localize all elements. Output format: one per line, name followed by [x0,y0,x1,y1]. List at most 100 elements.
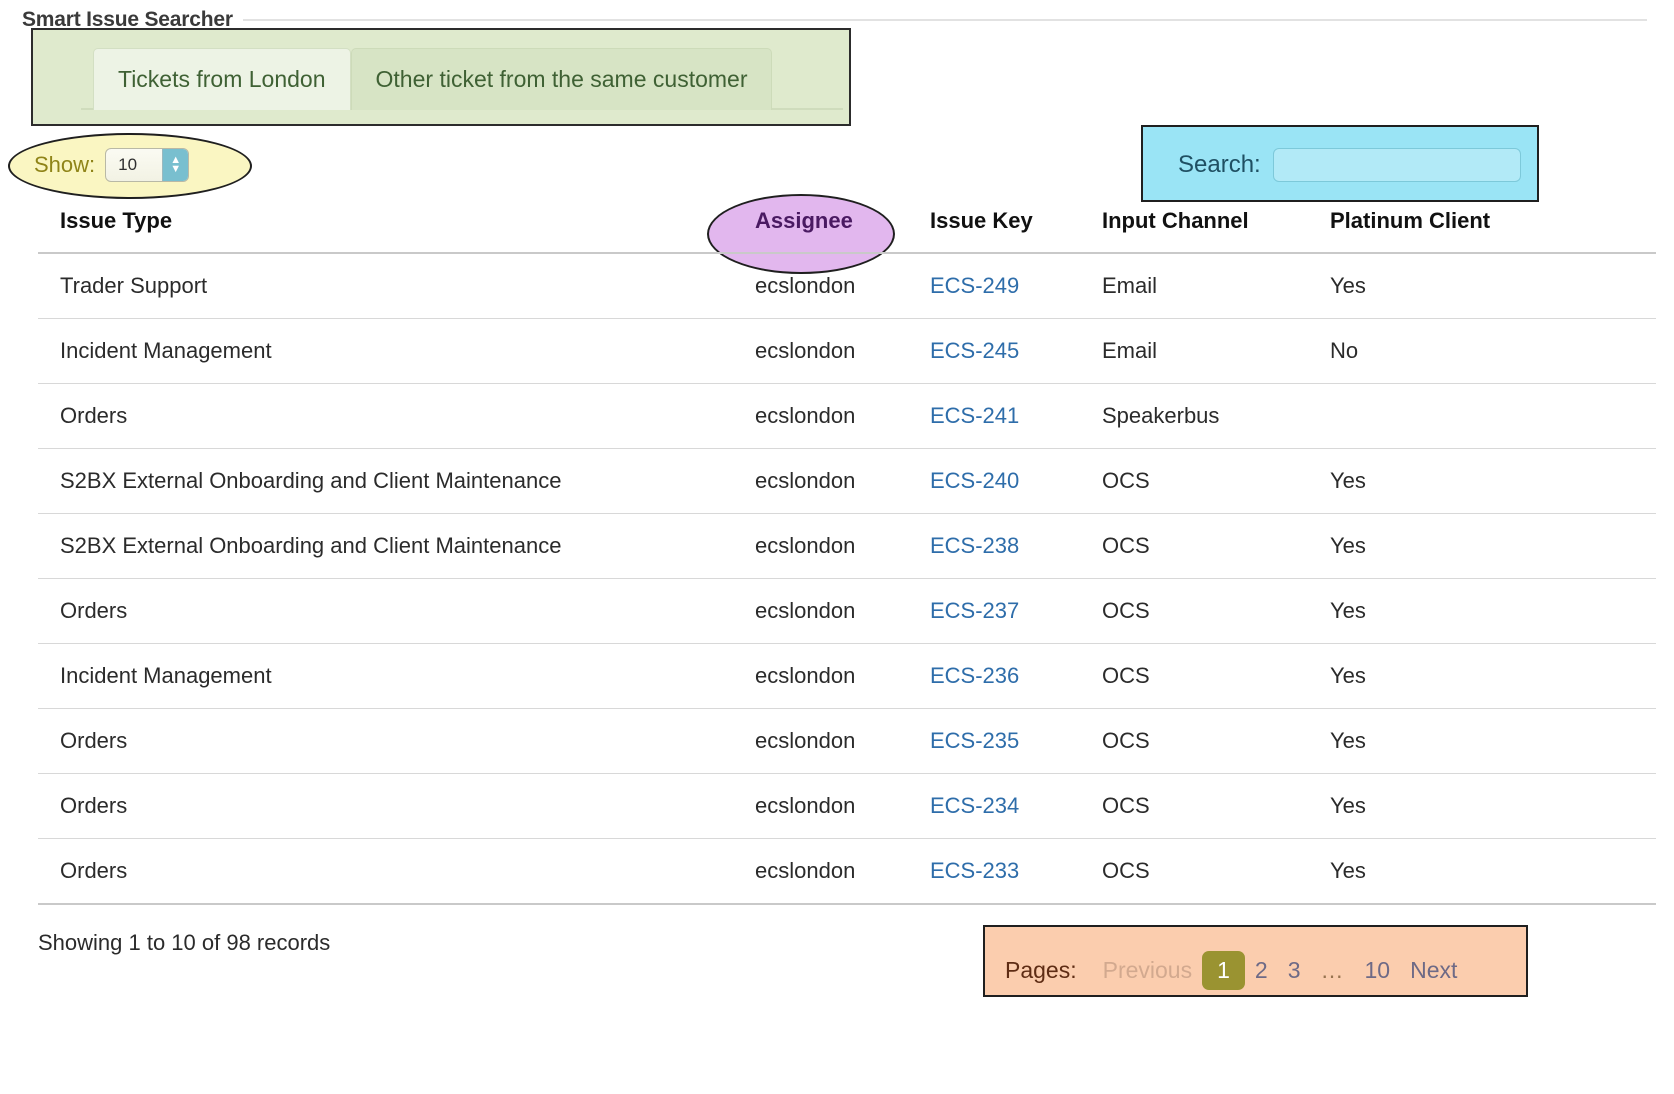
issue-key-link[interactable]: ECS-249 [930,273,1020,298]
cell-platinum-client: Yes [1308,708,1656,774]
cell-assignee: ecslondon [733,708,908,774]
cell-platinum-client: Yes [1308,253,1656,319]
issue-key-link[interactable]: ECS-233 [930,858,1020,883]
issue-key-link[interactable]: ECS-237 [930,598,1020,623]
cell-input-channel: OCS [1080,708,1308,774]
cell-input-channel: OCS [1080,643,1308,709]
issue-key-link[interactable]: ECS-238 [930,533,1020,558]
show-entries-value: 10 [118,155,138,174]
pagination-next[interactable]: Next [1410,956,1458,983]
cell-assignee: ecslondon [733,643,908,709]
pagination-previous[interactable]: Previous [1102,956,1193,983]
cell-platinum-client: Yes [1308,513,1656,579]
cell-issue-key[interactable]: ECS-241 [908,383,1080,449]
issue-key-link[interactable]: ECS-235 [930,728,1020,753]
cell-platinum-client: Yes [1308,643,1656,709]
cell-platinum-client: Yes [1308,773,1656,839]
cell-issue-type: Orders [38,838,733,905]
cell-input-channel: OCS [1080,513,1308,579]
tab-tickets-from-london[interactable]: Tickets from London [93,48,351,110]
cell-assignee: ecslondon [733,448,908,514]
page-title: Smart Issue Searcher [22,8,233,31]
tab-label: Tickets from London [118,66,326,92]
cell-issue-type: Trader Support [38,253,733,319]
cell-issue-key[interactable]: ECS-238 [908,513,1080,579]
pagination-page-10[interactable]: 10 [1364,956,1391,983]
panel-legend: Smart Issue Searcher [0,8,1665,32]
cell-platinum-client [1308,383,1656,449]
records-info: Showing 1 to 10 of 98 records [38,930,331,955]
pagination-page-1[interactable]: 1 [1202,950,1245,990]
table-row[interactable]: S2BX External Onboarding and Client Main… [38,513,1656,579]
cell-issue-type: Incident Management [38,643,733,709]
search-input[interactable] [1272,148,1521,182]
cell-issue-type: Orders [38,578,733,644]
legend-divider [242,19,1647,21]
cell-input-channel: Email [1080,318,1308,384]
search-label: Search: [1178,151,1261,178]
cell-issue-type: Orders [38,773,733,839]
cell-input-channel: OCS [1080,838,1308,905]
pagination-ellipsis: … [1320,956,1345,983]
cell-input-channel: OCS [1080,448,1308,514]
cell-platinum-client: No [1308,318,1656,384]
cell-assignee: ecslondon [733,253,908,319]
cell-input-channel: Speakerbus [1080,383,1308,449]
show-entries-label: Show: [34,152,96,177]
cell-input-channel: OCS [1080,578,1308,644]
issue-key-link[interactable]: ECS-234 [930,793,1020,818]
issue-key-link[interactable]: ECS-245 [930,338,1020,363]
cell-issue-key[interactable]: ECS-234 [908,773,1080,839]
cell-issue-key[interactable]: ECS-249 [908,253,1080,319]
cell-issue-type: Orders [38,708,733,774]
cell-assignee: ecslondon [733,318,908,384]
cell-platinum-client: Yes [1308,448,1656,514]
show-entries-select[interactable]: 10 ▲▼ [105,148,190,182]
cell-issue-key[interactable]: ECS-240 [908,448,1080,514]
cell-issue-key[interactable]: ECS-236 [908,643,1080,709]
issues-table: Issue Type Assignee Issue Key Input Chan… [38,200,1656,905]
column-header-input-channel[interactable]: Input Channel [1080,200,1308,254]
cell-issue-key[interactable]: ECS-235 [908,708,1080,774]
table-row[interactable]: S2BX External Onboarding and Client Main… [38,448,1656,514]
tab-other-ticket-same-customer[interactable]: Other ticket from the same customer [350,48,773,110]
column-header-platinum-client[interactable]: Platinum Client [1308,200,1656,254]
table-header: Issue Type Assignee Issue Key Input Chan… [38,200,1656,254]
cell-issue-key[interactable]: ECS-233 [908,838,1080,905]
chevron-updown-icon[interactable]: ▲▼ [162,149,189,181]
cell-platinum-client: Yes [1308,578,1656,644]
tab-label: Other ticket from the same customer [375,66,748,92]
issues-table-wrapper: Issue Type Assignee Issue Key Input Chan… [38,200,1656,905]
pagination-page-2[interactable]: 2 [1254,956,1268,983]
cell-issue-type: S2BX External Onboarding and Client Main… [38,448,733,514]
column-header-issue-type[interactable]: Issue Type [38,200,733,254]
column-header-assignee[interactable]: Assignee [733,200,908,254]
issue-key-link[interactable]: ECS-236 [930,663,1020,688]
pagination-page-3[interactable]: 3 [1287,956,1301,983]
cell-issue-key[interactable]: ECS-245 [908,318,1080,384]
issue-key-link[interactable]: ECS-240 [930,468,1020,493]
cell-input-channel: OCS [1080,773,1308,839]
issue-key-link[interactable]: ECS-241 [930,403,1020,428]
cell-assignee: ecslondon [733,578,908,644]
cell-assignee: ecslondon [733,838,908,905]
tabs-highlight-box: Tickets from London Other ticket from th… [31,28,851,126]
pagination-label: Pages: [1005,956,1077,983]
cell-issue-type: Orders [38,383,733,449]
cell-platinum-client: Yes [1308,838,1656,905]
cell-issue-key[interactable]: ECS-237 [908,578,1080,644]
table-header-row: Issue Type Assignee Issue Key Input Chan… [38,200,1656,254]
column-header-issue-key[interactable]: Issue Key [908,200,1080,254]
search-control: Search: [1178,148,1521,182]
